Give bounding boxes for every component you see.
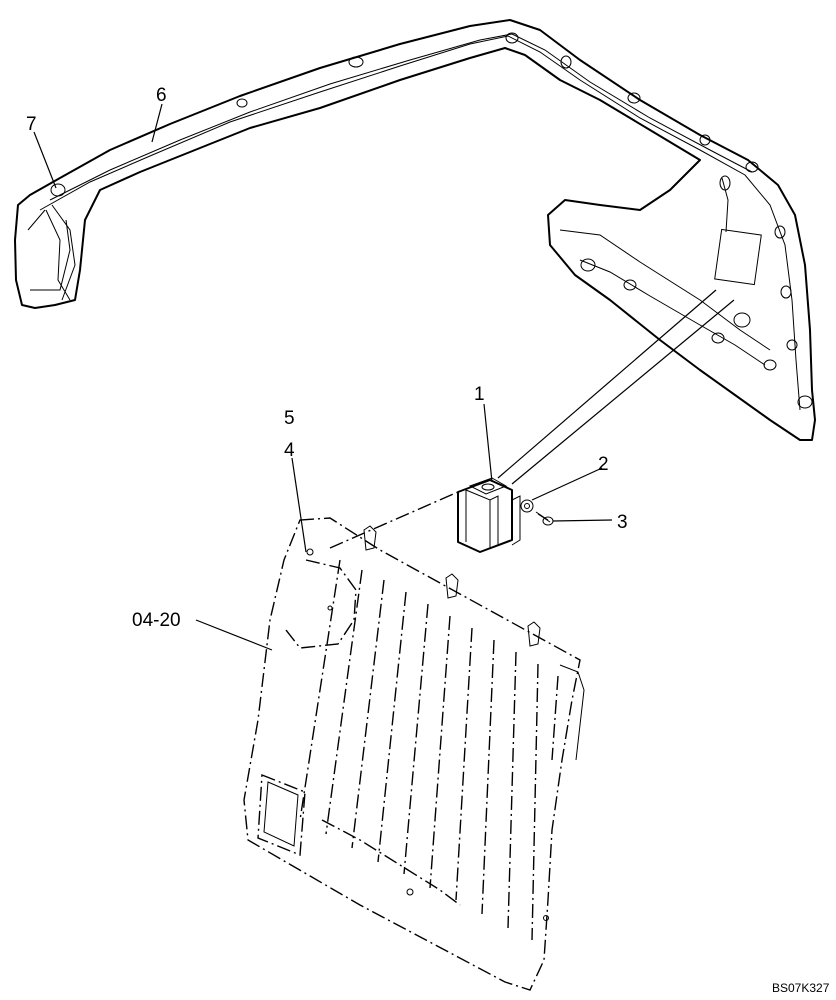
- harness-clips: [50, 32, 813, 409]
- cab-roof-frame: [14, 19, 816, 441]
- screw: [535, 511, 554, 526]
- reference-code: BS07K327: [772, 981, 830, 995]
- callout-7: 7: [26, 114, 37, 135]
- callout-3: 3: [617, 512, 628, 533]
- mounting-bracket: [457, 477, 521, 553]
- back-panel: [243, 517, 585, 991]
- callout-04-20: 04-20: [132, 610, 181, 631]
- callouts: 1 2 3 4 5 6 7 04-20 BS07K327: [26, 85, 830, 995]
- callout-5: 5: [284, 408, 295, 429]
- washer: [520, 499, 534, 513]
- callout-2: 2: [598, 454, 609, 475]
- leader-lines: [33, 103, 735, 651]
- callout-6: 6: [156, 85, 167, 106]
- callout-1: 1: [474, 384, 485, 405]
- callout-4: 4: [284, 440, 295, 461]
